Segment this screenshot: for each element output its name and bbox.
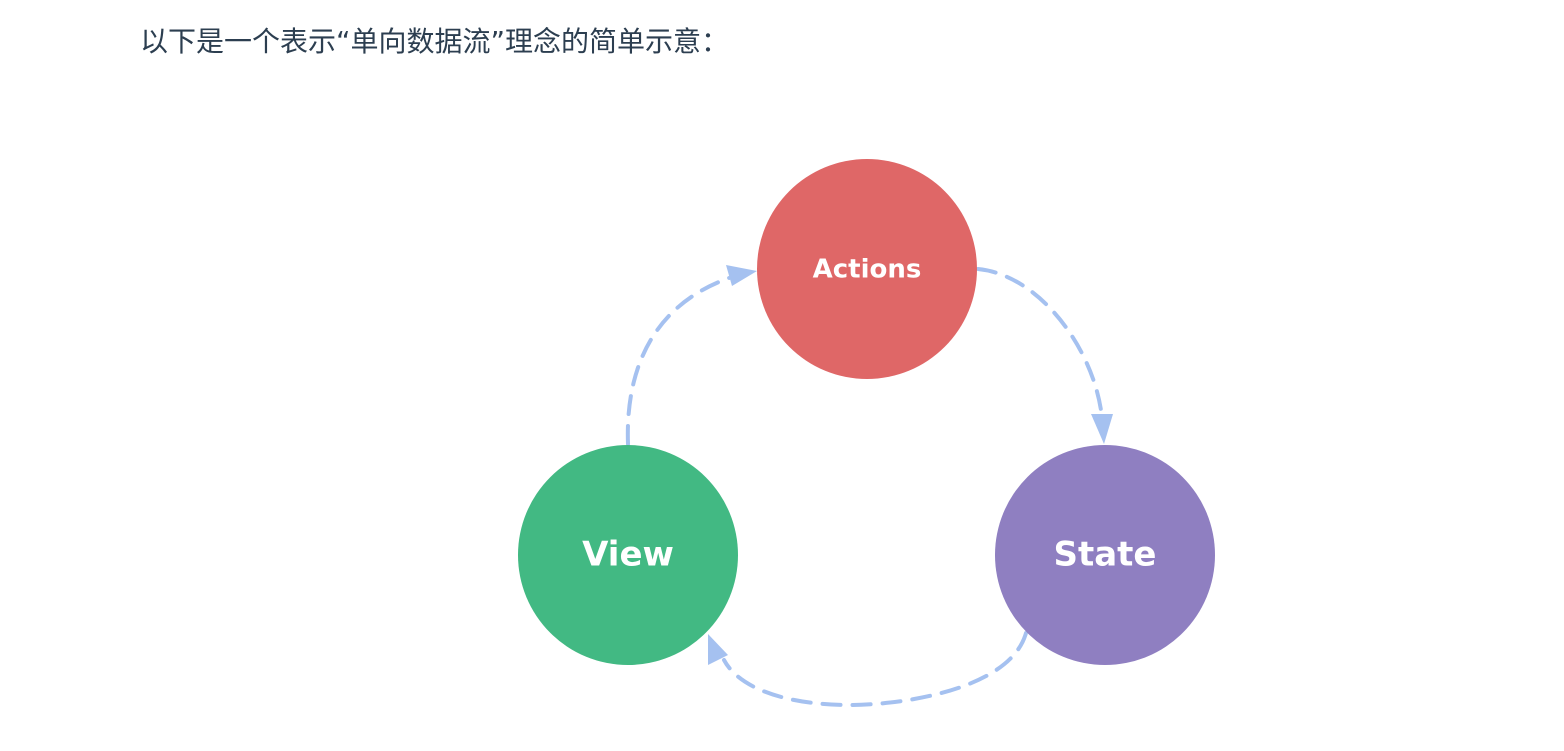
flow-actions-to-state (976, 267, 1104, 420)
flow-view-to-actions (625, 274, 737, 446)
flow-state-to-view (722, 631, 1028, 708)
intro-text: 以下是一个表示“单向数据流”理念的简单示意： (140, 25, 730, 58)
arrowhead-to-actions (726, 265, 757, 286)
view-node: View (518, 445, 738, 665)
state-label: State (1054, 535, 1157, 575)
actions-label: Actions (813, 255, 922, 285)
view-circle (518, 445, 738, 665)
arrowhead-to-view (708, 634, 728, 665)
view-label: View (582, 535, 674, 575)
state-circle (995, 445, 1215, 665)
actions-circle (757, 159, 977, 379)
state-node: State (995, 445, 1215, 665)
actions-node: Actions (757, 159, 977, 379)
arrowhead-to-state (1091, 414, 1113, 444)
